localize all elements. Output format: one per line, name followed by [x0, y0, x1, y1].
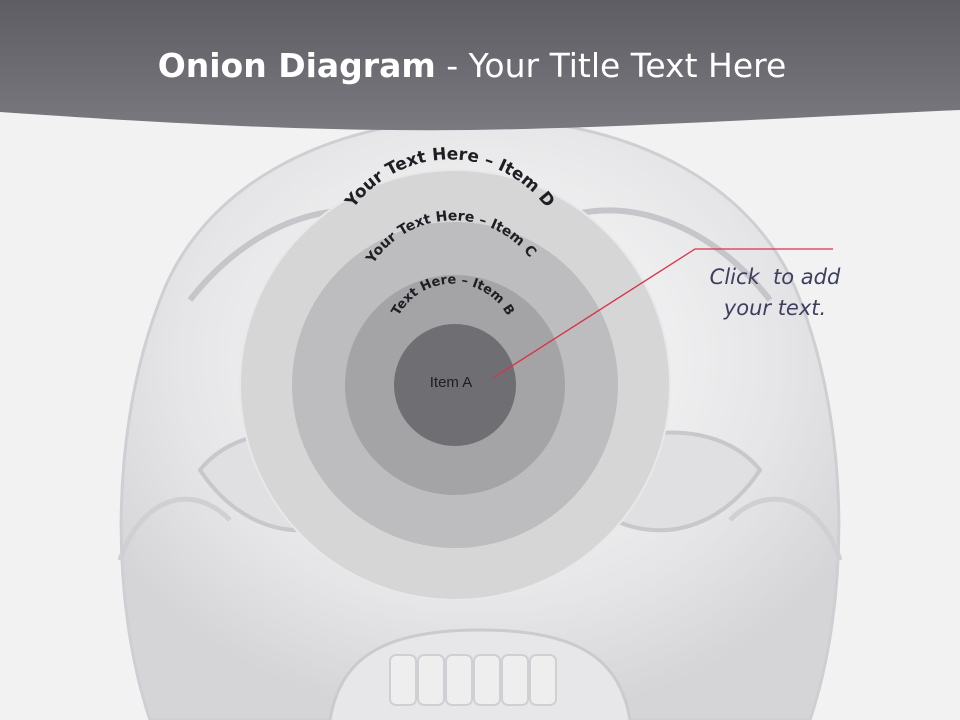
callout-line-2: your text.	[723, 296, 827, 320]
header-band	[0, 0, 960, 131]
onion-layer-a[interactable]	[394, 324, 516, 446]
callout-text-box[interactable]: Click to add your text.	[690, 262, 860, 324]
title-bold: Onion Diagram	[157, 46, 436, 85]
callout-line-1: Click to add	[709, 265, 841, 289]
layer-a-label: Item A	[430, 374, 473, 391]
callout-leader-line	[492, 248, 833, 379]
title-rest: - Your Title Text Here	[435, 46, 787, 85]
page-title[interactable]: Onion Diagram - Your Title Text Here	[0, 46, 944, 85]
